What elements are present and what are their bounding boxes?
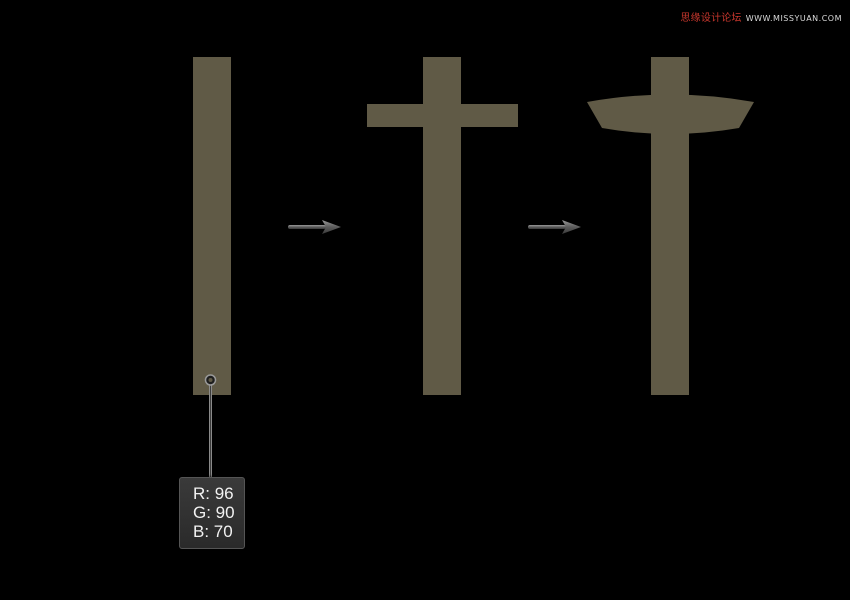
color-blue-value: B: 70 — [193, 522, 233, 541]
step-2-cross-shape — [367, 57, 518, 395]
step-1-vertical-bar — [193, 57, 231, 395]
cross-horizontal-bar — [367, 104, 518, 127]
watermark-brand: 思缘设计论坛 — [680, 13, 742, 24]
color-red-value: R: 96 — [193, 484, 234, 503]
watermark-site: WWW.MISSYUAN.COM — [745, 14, 842, 23]
arrow-right-icon — [288, 220, 341, 234]
curved-crossbar — [587, 94, 754, 134]
bar-shape — [193, 57, 231, 395]
eyedropper-marker-icon — [204, 374, 217, 478]
color-readout-box: R: 96 G: 90 B: 70 — [179, 477, 245, 549]
step-3-curved-crossbar-shape — [587, 57, 754, 395]
arrow-right-icon — [528, 220, 581, 234]
color-green-value: G: 90 — [193, 503, 235, 522]
